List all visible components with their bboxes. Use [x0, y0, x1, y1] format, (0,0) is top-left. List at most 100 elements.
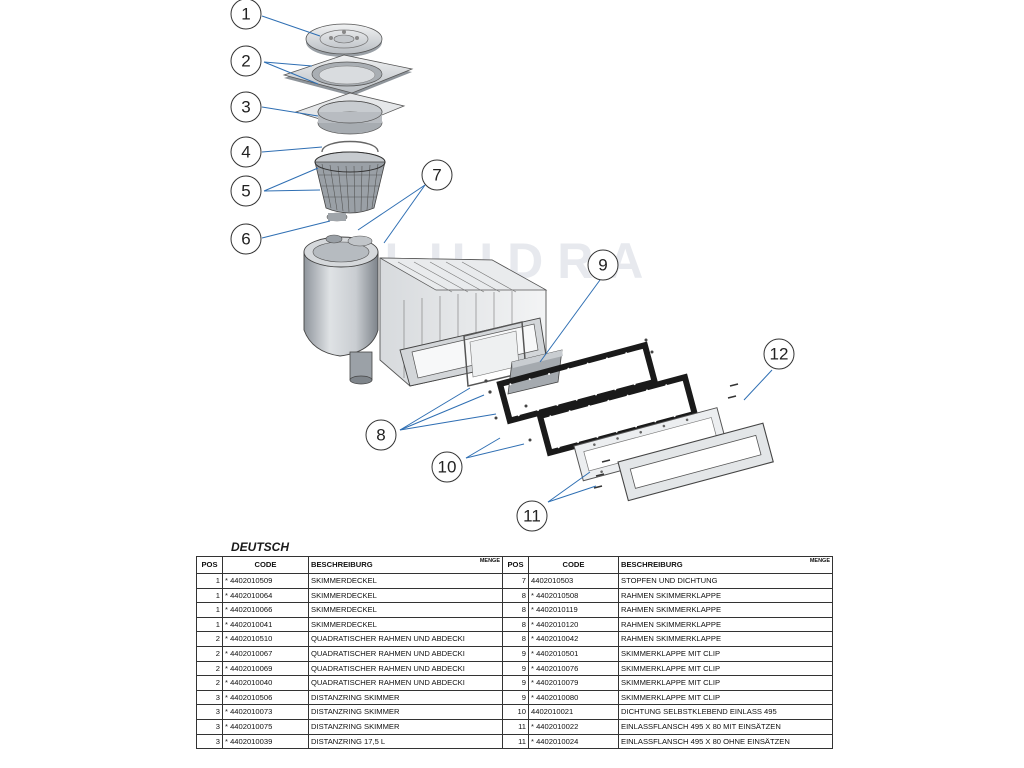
- right-desc-cell: DICHTUNG SELBSTKLEBEND EINLASS 495: [618, 704, 833, 720]
- right-desc-cell: SKIMMERKLAPPE MIT CLIP: [618, 660, 833, 677]
- right-desc-cell: SKIMMERKLAPPE MIT CLIP: [618, 689, 833, 706]
- callout-8: 8: [365, 419, 397, 451]
- part-gaskets: [494, 338, 699, 457]
- header-menge-left: MENGE: [479, 558, 500, 564]
- right-desc-cell: EINLASSFLANSCH 495 X 80 OHNE EINSÄTZEN: [618, 733, 833, 750]
- left-code-cell: * 4402010041: [222, 616, 309, 633]
- parts-table: POS CODE BESCHREIBURG MENGE POS CODE BES…: [196, 556, 833, 750]
- right-pos-cell: 9: [502, 675, 529, 691]
- left-code-cell: * 4402010069: [222, 660, 309, 677]
- right-pos-cell: 8: [502, 616, 529, 633]
- left-desc-cell: DISTANZRING SKIMMER: [308, 689, 503, 706]
- callout-1: 1: [230, 0, 262, 30]
- section-title: DEUTSCH: [231, 540, 290, 554]
- left-desc-cell: DISTANZRING SKIMMER: [308, 704, 503, 720]
- left-code-cell: * 4402010039: [222, 733, 309, 750]
- left-code-cell: * 4402010075: [222, 718, 309, 735]
- right-pos-cell: 9: [502, 645, 529, 662]
- right-code-cell: * 4402010022: [528, 718, 619, 735]
- right-desc-cell: RAHMEN SKIMMERKLAPPE: [618, 602, 833, 618]
- right-desc-cell: RAHMEN SKIMMERKLAPPE: [618, 616, 833, 633]
- right-pos-cell: 8: [502, 602, 529, 618]
- right-pos-cell: 9: [502, 689, 529, 706]
- part-basket-handle: [321, 140, 379, 153]
- callout-1-label: 1: [241, 5, 250, 24]
- right-code-cell: 4402010021: [528, 704, 619, 720]
- right-pos-cell: 9: [502, 660, 529, 677]
- left-desc-cell: DISTANZRING 17,5 L: [308, 733, 503, 750]
- left-desc-cell: SKIMMERDECKEL: [308, 602, 503, 618]
- exploded-view-diagram: FLUIDRA: [230, 0, 795, 532]
- header-desc-right: BESCHREIBURG MENGE: [618, 556, 833, 574]
- part-skimmer-lid: [305, 23, 383, 57]
- left-pos-cell: 3: [196, 718, 223, 735]
- callout-10-label: 10: [438, 458, 457, 477]
- callout-8-label: 8: [376, 426, 385, 445]
- right-code-cell: * 4402010501: [528, 645, 619, 662]
- callout-5: 5: [230, 175, 262, 207]
- header-desc-right-label: BESCHREIBURG: [621, 560, 683, 570]
- left-code-cell: * 4402010510: [222, 631, 309, 647]
- right-desc-cell: STOPFEN UND DICHTUNG: [618, 573, 833, 589]
- left-code-cell: * 4402010067: [222, 645, 309, 662]
- left-pos-cell: 2: [196, 675, 223, 691]
- leader-lines: [261, 15, 773, 503]
- table-header-row: POS CODE BESCHREIBURG MENGE POS CODE BES…: [196, 556, 833, 574]
- left-pos-cell: 1: [196, 616, 223, 633]
- left-code-cell: * 4402010509: [222, 573, 309, 589]
- part-float-valve: [326, 212, 348, 222]
- header-code-right: CODE: [528, 556, 619, 574]
- part-distance-ring: [294, 92, 406, 135]
- left-desc-cell: QUADRATISCHER RAHMEN UND ABDECKI: [308, 675, 503, 691]
- callout-2: 2: [230, 45, 262, 77]
- right-code-cell: * 4402010076: [528, 660, 619, 677]
- callout-12: 12: [763, 338, 795, 370]
- left-desc-cell: QUADRATISCHER RAHMEN UND ABDECKI: [308, 645, 503, 662]
- left-desc-cell: SKIMMERDECKEL: [308, 587, 503, 604]
- callout-4: 4: [230, 136, 262, 168]
- callout-2-label: 2: [241, 52, 250, 71]
- right-pos-cell: 10: [502, 704, 529, 720]
- callout-10: 10: [431, 451, 463, 483]
- right-code-cell: * 4402010024: [528, 733, 619, 750]
- left-pos-cell: 3: [196, 704, 223, 720]
- part-front-cover: [617, 422, 774, 502]
- header-desc-left: BESCHREIBURG MENGE: [308, 556, 503, 574]
- left-code-cell: * 4402010064: [222, 587, 309, 604]
- left-pos-cell: 1: [196, 573, 223, 589]
- right-code-cell: * 4402010042: [528, 631, 619, 647]
- left-code-cell: * 4402010066: [222, 602, 309, 618]
- left-pos-cell: 1: [196, 602, 223, 618]
- header-pos-right: POS: [502, 556, 529, 574]
- callout-3: 3: [230, 91, 262, 123]
- callout-9-label: 9: [598, 256, 607, 275]
- callout-11-label: 11: [523, 507, 541, 526]
- part-square-frame: [282, 54, 414, 96]
- left-desc-cell: QUADRATISCHER RAHMEN UND ABDECKI: [308, 631, 503, 647]
- left-code-cell: * 4402010040: [222, 675, 309, 691]
- header-pos-left: POS: [196, 556, 223, 574]
- left-pos-cell: 2: [196, 660, 223, 677]
- left-code-cell: * 4402010506: [222, 689, 309, 706]
- right-code-cell: * 4402010119: [528, 602, 619, 618]
- callout-5-label: 5: [241, 182, 250, 201]
- callout-6-label: 6: [241, 230, 250, 249]
- right-code-cell: * 4402010080: [528, 689, 619, 706]
- right-pos-cell: 8: [502, 587, 529, 604]
- left-pos-cell: 3: [196, 733, 223, 750]
- right-desc-cell: RAHMEN SKIMMERKLAPPE: [618, 587, 833, 604]
- right-desc-cell: SKIMMERKLAPPE MIT CLIP: [618, 675, 833, 691]
- left-desc-cell: DISTANZRING SKIMMER: [308, 718, 503, 735]
- callout-7: 7: [421, 159, 453, 191]
- left-desc-cell: QUADRATISCHER RAHMEN UND ABDECKI: [308, 660, 503, 677]
